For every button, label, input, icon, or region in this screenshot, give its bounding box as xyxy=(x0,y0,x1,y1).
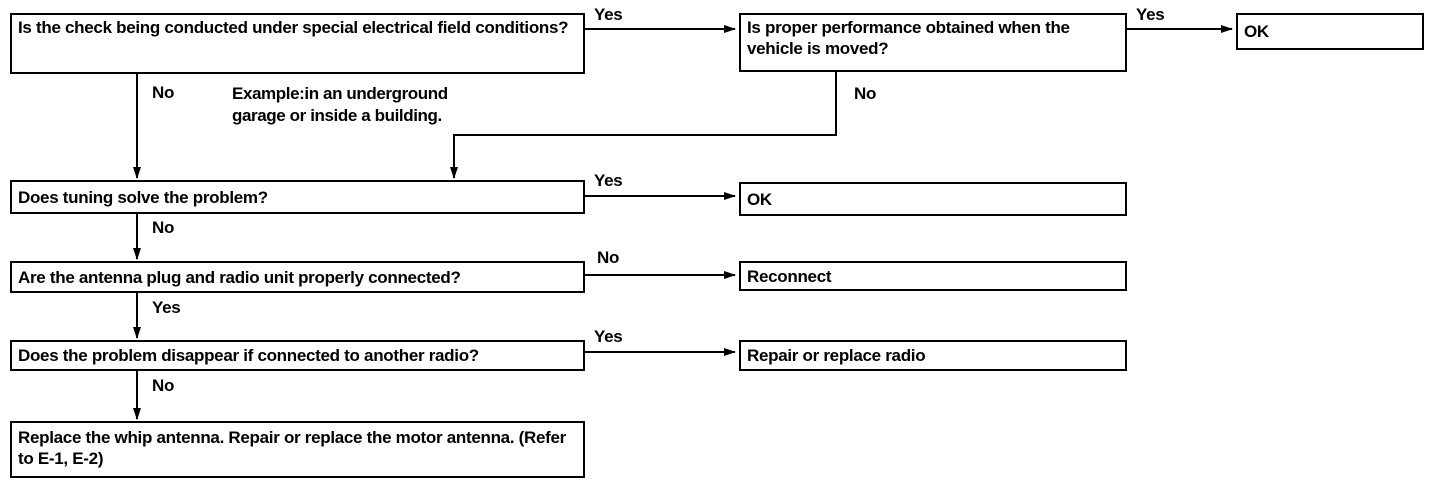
branch-label-q1-yes: Yes xyxy=(594,5,623,24)
branch-label-q1-no: No xyxy=(152,83,175,102)
result-box-repair-radio: Repair or replace radio xyxy=(739,340,1127,371)
result-text: Reconnect xyxy=(747,266,832,286)
branch-label-q2-yes: Yes xyxy=(1136,5,1165,24)
question-box-special-field: Is the check being conducted under speci… xyxy=(10,13,585,74)
question-box-another-radio: Does the problem disappear if connected … xyxy=(10,340,585,371)
result-box-reconnect: Reconnect xyxy=(739,261,1127,291)
branch-label-q4-yes: Yes xyxy=(152,298,181,317)
branch-label-q2-no: No xyxy=(854,84,877,103)
question-text: Are the antenna plug and radio unit prop… xyxy=(18,267,461,287)
result-text: Replace the whip antenna. Repair or repl… xyxy=(18,428,566,468)
example-note: Example:in an underground garage or insi… xyxy=(232,83,448,127)
example-note-line2: garage or inside a building. xyxy=(232,106,442,125)
question-text: Does tuning solve the problem? xyxy=(18,187,268,207)
result-text: OK xyxy=(1244,22,1269,41)
result-box-ok-top: OK xyxy=(1236,13,1424,50)
question-text: Is proper performance obtained when the … xyxy=(747,18,1070,58)
branch-label-q5-yes: Yes xyxy=(594,327,623,346)
result-text: Repair or replace radio xyxy=(747,346,926,365)
branch-label-q4-no: No xyxy=(597,248,620,267)
branch-label-q3-yes: Yes xyxy=(594,171,623,190)
question-text: Does the problem disappear if connected … xyxy=(18,346,479,365)
branch-label-q5-no: No xyxy=(152,376,175,395)
connector-q2-no xyxy=(450,72,837,179)
question-box-vehicle-moved: Is proper performance obtained when the … xyxy=(739,13,1127,72)
result-box-ok-tuning: OK xyxy=(739,182,1127,216)
result-text: OK xyxy=(747,189,772,209)
result-box-replace-antenna: Replace the whip antenna. Repair or repl… xyxy=(10,421,585,478)
question-text: Is the check being conducted under speci… xyxy=(18,18,569,37)
question-box-connection: Are the antenna plug and radio unit prop… xyxy=(10,261,585,293)
question-box-tuning: Does tuning solve the problem? xyxy=(10,180,585,214)
branch-label-q3-no: No xyxy=(152,218,175,237)
example-note-line1: Example:in an underground xyxy=(232,84,448,103)
